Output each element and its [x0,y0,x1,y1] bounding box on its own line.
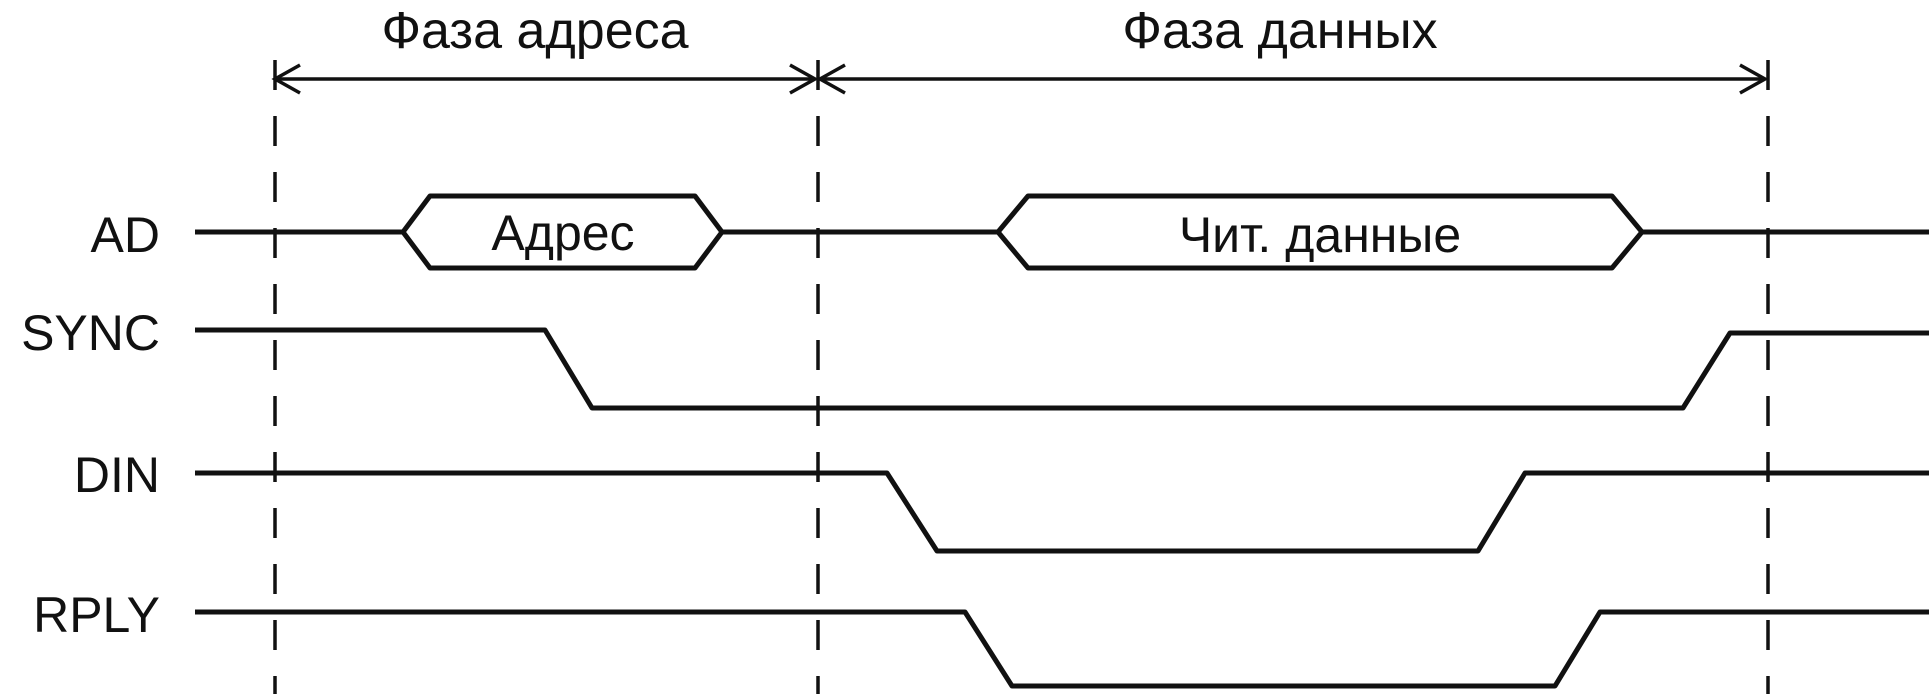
sync-waveform [195,327,1929,411]
signal-label-sync: SYNC [21,305,160,361]
signal-label-rply: RPLY [33,587,160,643]
din-waveform [195,470,1929,554]
read-data-bus-label: Чит. данные [1179,207,1461,263]
ad-waveform [195,193,1929,271]
rply-waveform [195,609,1929,689]
data-phase-label: Фаза данных [1122,2,1437,60]
data-phase-arrow [816,63,1769,95]
address-bus-label: Адрес [491,205,634,261]
signal-label-ad: AD [91,207,160,263]
signal-label-din: DIN [74,447,160,503]
address-phase-label: Фаза адреса [381,2,688,60]
address-phase-arrow [271,63,819,95]
